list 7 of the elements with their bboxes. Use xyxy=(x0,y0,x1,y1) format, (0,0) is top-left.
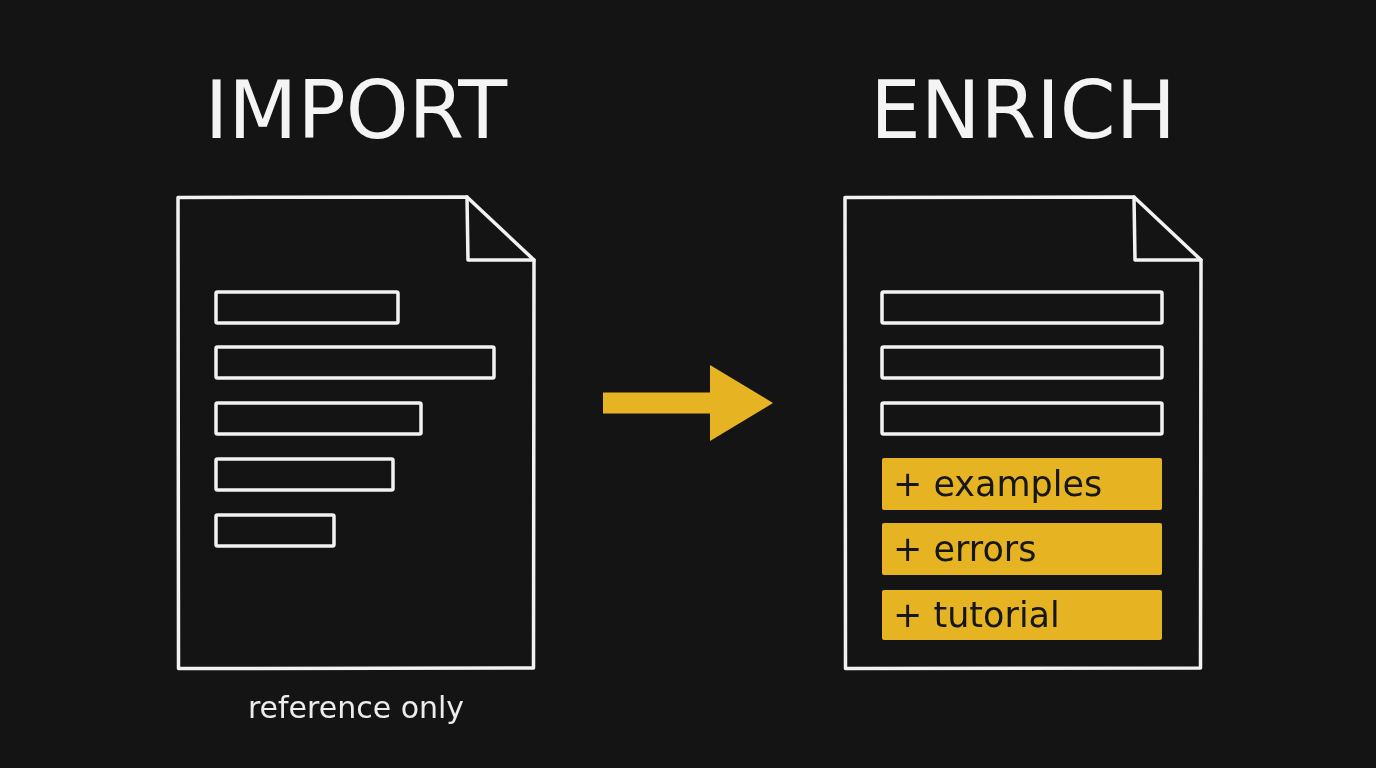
arrow xyxy=(603,365,773,441)
added-section-bar: + examples xyxy=(882,458,1162,510)
section-heading: ENRICH xyxy=(870,71,1176,151)
added-section-bar: + tutorial xyxy=(882,590,1162,640)
caption-text: reference only xyxy=(247,692,465,724)
section-heading: IMPORT xyxy=(204,71,508,151)
added-section-bar: + errors xyxy=(882,523,1162,575)
